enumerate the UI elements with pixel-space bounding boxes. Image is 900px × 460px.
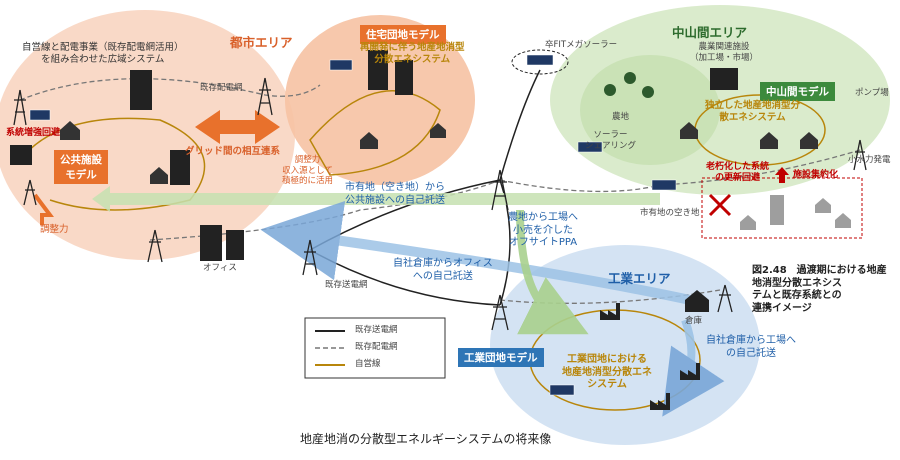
legend-label-self: 自営線	[355, 359, 381, 369]
farm-factory-arrow	[516, 209, 589, 335]
tree-3	[642, 86, 654, 98]
mountain-system-label: 独立した地産地消型分 散エネシステム	[705, 100, 801, 123]
farmland-label: 農地	[612, 112, 630, 122]
industrial-system-label: 工業団地における 地産地消型分散エネ システム	[562, 354, 652, 390]
industrial-area-title: 工業エリア	[608, 271, 671, 286]
legend-box	[304, 317, 446, 379]
solar-panel-vacant	[651, 179, 677, 191]
tower-1	[13, 89, 27, 126]
tower-9	[853, 139, 867, 171]
solar-panel-res	[329, 59, 353, 71]
solar-panel-fit	[526, 54, 554, 66]
warehouse-factory-arrow	[662, 318, 725, 417]
tower-5	[491, 294, 509, 331]
building-res-2	[395, 60, 413, 95]
solar-panel-sharing	[577, 141, 603, 153]
building-office-2	[226, 230, 244, 260]
legend-label-dist: 既存配電網	[355, 342, 398, 352]
warehouse-icon	[685, 290, 709, 312]
grid-exchange-arrow	[195, 110, 280, 144]
agri-facility-label: 農業関連施設 （加工場・市場）	[690, 42, 759, 63]
grid-avoid-label: 系統増強回避	[6, 128, 61, 138]
residential-region	[285, 15, 475, 185]
tower-3	[491, 169, 509, 211]
house-2	[150, 167, 168, 184]
house-4	[430, 123, 446, 138]
house-3	[360, 132, 378, 149]
warehouse-label: 倉庫	[685, 316, 703, 326]
city-vacant-label: 市有地の空き地	[640, 208, 700, 218]
factory-3	[650, 393, 670, 410]
tower-2	[257, 77, 273, 116]
cross-mark-icon	[708, 193, 732, 217]
consolidation-arrow	[775, 167, 789, 183]
farm-to-factory-label: 農地から工場へ 小売を介した オフサイトPPA	[508, 212, 578, 248]
tree-1	[604, 84, 616, 96]
grey-house-3	[835, 213, 851, 228]
solar-panel-ind	[549, 384, 575, 396]
industrial-model-badge: 工業団地モデル	[458, 348, 544, 367]
house-5	[680, 122, 698, 139]
existing-trans-label: 既存送電網	[325, 280, 368, 290]
public-building	[10, 145, 32, 165]
grey-house-1	[740, 215, 756, 230]
figure-caption: 図2.48 過渡期における地産 地消型分散エネシス テムと既存系統との 連携イメ…	[752, 265, 887, 314]
residential-system-label: 再開発に伴う地産地消型 分散エネシステム	[360, 42, 465, 65]
building-res-1	[368, 50, 388, 90]
solar-sharing-label: ソーラー シェアリング	[585, 130, 637, 151]
grid-exchange-label: グリッド間の相互連系	[185, 146, 281, 157]
adjust-power-left-label: 調整力	[40, 224, 69, 235]
residential-model-badge: 住宅団地モデル	[360, 25, 446, 44]
building-office-1	[200, 225, 222, 261]
city-land-arrow	[92, 186, 660, 212]
public-model-badge: 公共施設 モデル	[54, 150, 108, 184]
grey-building-1	[770, 195, 784, 225]
pump-label: ポンプ場	[855, 88, 889, 98]
agri-building	[710, 68, 738, 90]
building-urban-1	[130, 70, 152, 110]
legend-label-trans: 既存送電網	[355, 325, 398, 335]
tower-8	[717, 284, 733, 313]
mountain-area-title: 中山間エリア	[672, 25, 748, 40]
small-hydro-label: 小水力発電	[848, 155, 891, 165]
house-1	[60, 121, 80, 140]
tower-7	[23, 179, 37, 206]
warehouse-office-label: 自社倉庫からオフィス への自己託送	[393, 258, 493, 282]
fit-solar-ring	[511, 49, 569, 75]
factory-1	[600, 303, 620, 320]
house-6	[760, 132, 778, 149]
city-land-label: 市有地（空き地）から 公共施設への自己託送	[345, 182, 445, 206]
consolidation-label: 施設集約化	[793, 170, 839, 180]
trans-line-2	[499, 69, 541, 181]
self-line-residential	[309, 90, 441, 176]
tower-4	[302, 239, 318, 276]
aging-label: 老朽化した系統 の更新回避	[706, 162, 770, 184]
urban-area-title: 都市エリア	[230, 35, 293, 50]
bottom-caption: 地産地消の分散型エネルギーシステムの将来像	[300, 432, 552, 446]
dist-line-1	[19, 78, 321, 101]
office-label: オフィス	[203, 263, 237, 273]
house-7	[800, 132, 818, 149]
tower-6	[147, 229, 163, 263]
fit-solar-label: 卒FITメガソーラー	[545, 40, 618, 50]
factory-2	[680, 363, 700, 380]
mountain-model-badge: 中山間モデル	[760, 82, 835, 101]
building-urban-2	[170, 150, 190, 185]
warehouse-factory-label: 自社倉庫から工場へ の自己託送	[706, 335, 796, 359]
adjust-power-mid-label: 調整力 収入源として 積極的に活用	[282, 155, 334, 187]
adjust-arrow-left	[33, 193, 54, 225]
tree-2	[624, 72, 636, 84]
existing-dist-label-top: 既存配電網	[200, 83, 243, 93]
solar-panel-urban	[29, 109, 51, 121]
wide-area-label: 自営線と配電事業（既存配電網活用） を組み合わせた広域システム	[22, 42, 184, 65]
grey-house-2	[815, 198, 831, 213]
